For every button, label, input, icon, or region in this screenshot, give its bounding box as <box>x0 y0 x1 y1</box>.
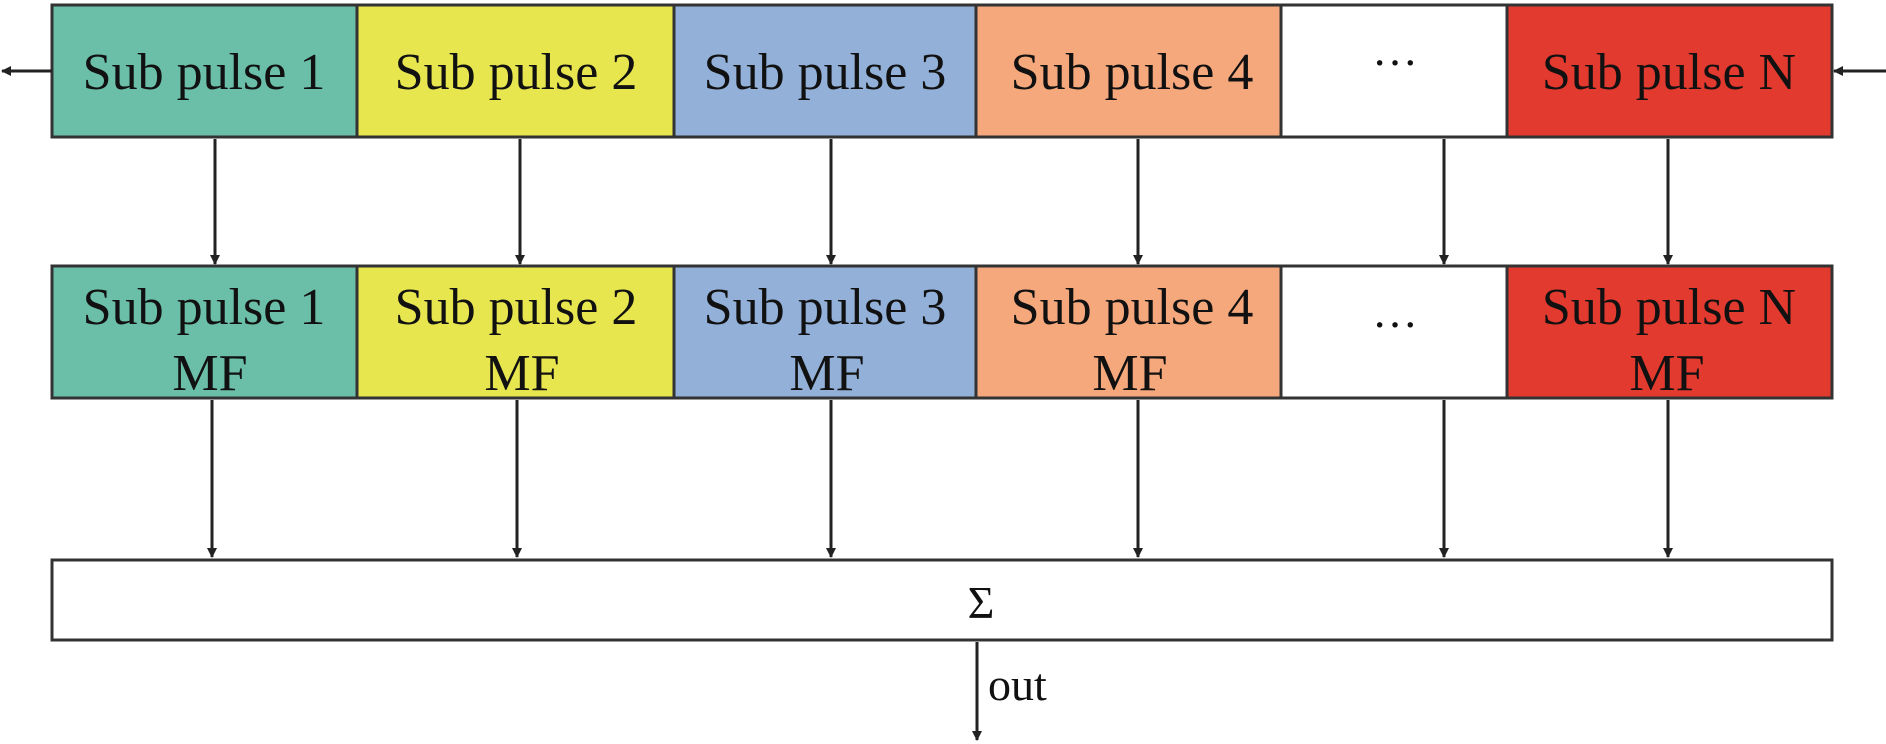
input-block-3 <box>672 3 978 139</box>
input-block-2 <box>355 3 676 139</box>
mf-label-ellipsis: ··· <box>1372 299 1418 350</box>
mf-block-n <box>1505 264 1834 400</box>
input-label-n: Sub pulse N <box>1542 44 1796 101</box>
mf-label-3-line1: Sub pulse 3 <box>704 279 947 336</box>
output-label: out <box>988 659 1047 710</box>
input-label-ellipsis: ··· <box>1372 37 1418 88</box>
input-label-1: Sub pulse 1 <box>83 44 326 101</box>
mf-block-1 <box>50 264 359 400</box>
input-block-ellipsis <box>1279 3 1509 139</box>
mf-row: Sub pulse 1 MF Sub pulse 2 MF Sub pulse … <box>50 264 1834 402</box>
input-block-1 <box>50 3 359 139</box>
mf-block-2 <box>355 264 676 400</box>
mf-label-1-line1: Sub pulse 1 <box>83 279 326 336</box>
input-label-4: Sub pulse 4 <box>1011 44 1254 101</box>
mf-label-4-line1: Sub pulse 4 <box>1011 279 1254 336</box>
input-label-2: Sub pulse 2 <box>395 44 638 101</box>
mf-label-1-line2: MF <box>172 345 247 402</box>
mf-label-4-line2: MF <box>1092 345 1167 402</box>
mf-label-n-line1: Sub pulse N <box>1542 279 1796 336</box>
summation-symbol: Σ <box>968 577 995 628</box>
summation-block <box>50 558 1834 642</box>
input-to-mf-arrows <box>210 139 1673 265</box>
mf-to-sum-arrows <box>207 400 1673 558</box>
mf-block-ellipsis <box>1279 264 1509 400</box>
input-row: Sub pulse 1 Sub pulse 2 Sub pulse 3 Sub … <box>50 3 1834 139</box>
input-label-3: Sub pulse 3 <box>704 44 947 101</box>
mf-block-3 <box>672 264 978 400</box>
mf-label-3-line2: MF <box>789 345 864 402</box>
mf-label-2-line1: Sub pulse 2 <box>395 279 638 336</box>
mf-label-n-line2: MF <box>1629 345 1704 402</box>
mf-label-2-line2: MF <box>484 345 559 402</box>
input-block-n <box>1505 3 1834 139</box>
